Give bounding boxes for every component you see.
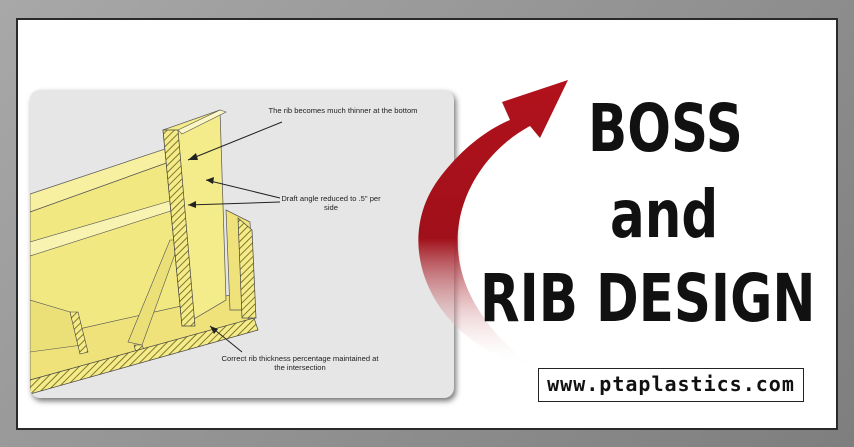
headline-and: and bbox=[610, 176, 719, 253]
annotation-draft-angle: Draft angle reduced to .5" per side bbox=[281, 194, 381, 212]
rib-cross-section-illustration bbox=[30, 109, 283, 395]
banner-card: The rib becomes much thinner at the bott… bbox=[16, 18, 838, 430]
website-link[interactable]: www.ptaplastics.com bbox=[538, 368, 804, 402]
annotation-rib-thinner: The rib becomes much thinner at the bott… bbox=[268, 106, 418, 115]
headline-rib-design: RIB DESIGN bbox=[480, 260, 816, 337]
curved-arrow-icon bbox=[418, 80, 568, 368]
rib-diagram-panel: The rib becomes much thinner at the bott… bbox=[30, 90, 454, 398]
annotation-rib-thickness: Correct rib thickness percentage maintai… bbox=[221, 354, 379, 372]
headline-boss: BOSS bbox=[588, 90, 743, 167]
